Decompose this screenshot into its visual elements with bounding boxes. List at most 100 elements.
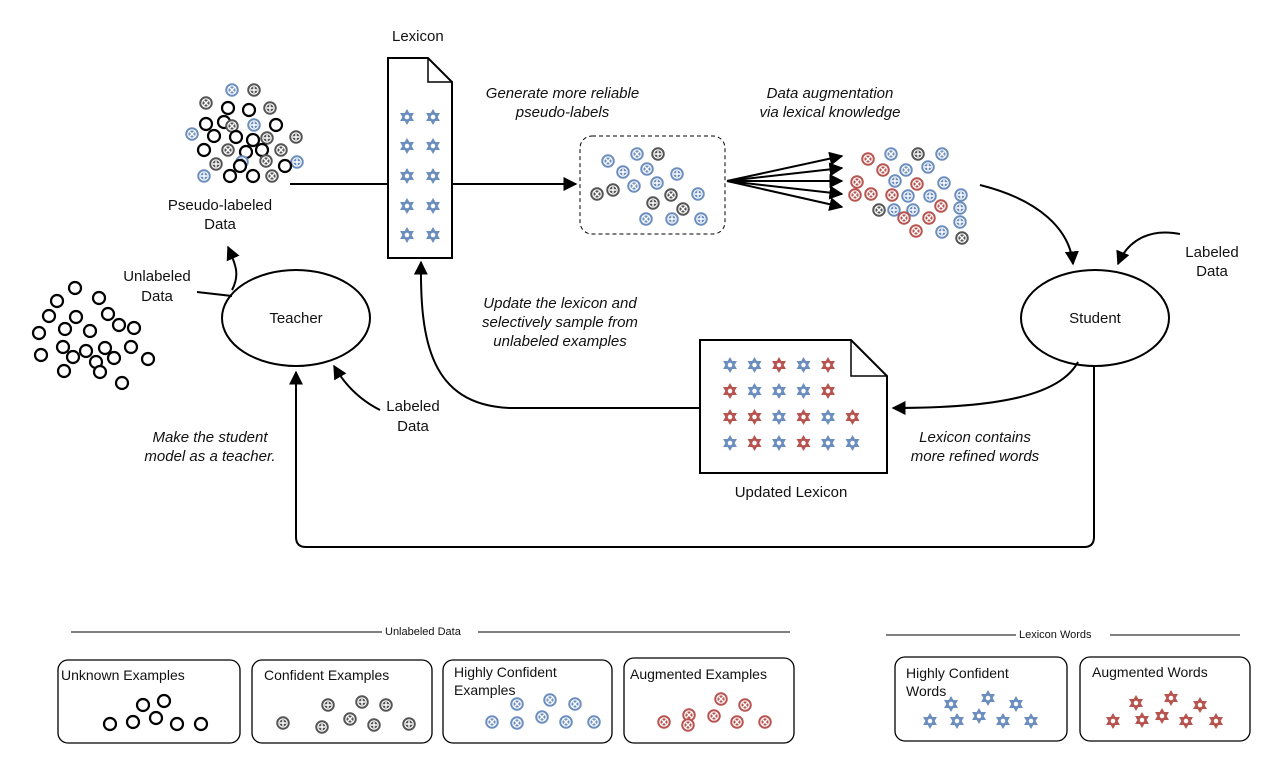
hexagram-icon [821,357,835,373]
open-circle-icon [67,280,83,296]
open-circle-icon [156,693,172,709]
hexagram-icon [1164,690,1178,706]
circle-times-icon [909,224,923,238]
open-circle-icon [57,321,73,337]
circle-plus-icon [888,174,902,188]
circle-times-icon [225,119,239,133]
hexagram-icon [723,435,737,451]
hexagram-icon [845,435,860,451]
circle-times-icon [714,692,728,706]
circle-times-icon [758,715,772,729]
circle-times-icon [872,203,886,217]
teacher-to-pseudo-arrow [226,245,240,291]
open-circle-icon [91,290,107,306]
hexagram-icon [747,357,762,373]
circle-plus-icon [289,130,303,144]
circle-times-icon [559,715,573,729]
open-circle-icon [41,308,57,324]
open-circle-icon [135,697,151,713]
hexagram-icon [747,383,762,399]
circle-times-icon [850,175,864,189]
open-circle-icon [232,158,248,174]
circle-plus-icon [651,147,665,161]
hexagram-icon [845,409,860,425]
hexagram-icon [400,198,414,214]
circle-times-icon [899,163,913,177]
teacher-node [221,269,371,367]
circle-plus-icon [209,157,223,171]
hexagram-icon [400,138,414,154]
hexagram-icon [723,383,737,399]
hexagram-icon [1209,713,1223,729]
open-circle-icon [92,364,108,380]
refined-caption-line2: more refined words [910,448,1040,465]
circle-times-icon [934,199,948,213]
hexagram-icon [1024,713,1038,729]
circle-plus-icon [906,203,920,217]
open-circle-icon [31,325,47,341]
open-circle-icon [106,350,122,366]
circle-times-icon [185,127,199,141]
open-circle-icon [125,714,141,730]
open-circle-icon [268,117,284,133]
teacher-label: Teacher [269,310,323,327]
hexagram-icon [796,435,811,451]
generate-caption-line1: Generate more reliable [485,85,640,102]
circle-times-icon [601,154,615,168]
hexagram-icon [996,713,1010,729]
open-circle-icon [56,363,72,379]
circle-plus-icon [355,695,369,709]
legend-box-highly-confident-words [894,656,1068,742]
hexagram-icon [1155,708,1169,724]
open-circle-icon [140,351,156,367]
hexagram-icon [747,409,762,425]
hexagram-icon [821,383,835,399]
circle-times-icon [510,716,524,730]
circle-times-icon [884,147,898,161]
circle-times-icon [738,698,752,712]
open-circle-icon [206,128,222,144]
update-caption-line1: Update the lexicon and [483,295,637,312]
open-circle-icon [55,339,71,355]
hexagram-icon [1009,696,1023,712]
hexagram-icon [400,227,414,243]
circle-plus-icon [911,147,925,161]
circle-times-icon [848,188,862,202]
refined-caption-line1: Lexicon contains [919,429,1031,446]
circle-times-icon [639,212,653,226]
hexagram-icon [981,690,995,706]
circle-plus-icon [367,718,381,732]
circle-times-icon [681,718,695,732]
open-circle-icon [196,142,212,158]
circle-times-icon [676,202,690,216]
circle-plus-icon [290,155,304,169]
open-circle-icon [68,309,84,325]
hexagram-icon [772,409,786,425]
hexagram-icon [821,435,835,451]
open-circle-icon [222,168,238,184]
circle-times-icon [640,162,654,176]
open-circle-icon [123,339,139,355]
pseudo-labeled-label-line1: Pseudo-labeled [167,197,273,214]
open-circle-icon [254,142,270,158]
open-circle-icon [277,158,293,174]
augment-caption-line1: Data augmentation [766,85,894,102]
circle-plus-icon [247,83,261,97]
labeled-data-teacher-line1: Labeled [386,398,440,415]
circle-times-icon [885,188,899,202]
hexagram-icon [772,357,786,373]
hexagram-icon [1129,695,1143,711]
augmented-to-student-arrow [979,184,1079,266]
circle-plus-icon [263,101,277,115]
circle-plus-icon [694,212,708,226]
circle-times-icon [568,697,582,711]
augment-caption-line2: via lexical knowledge [759,104,901,121]
circle-plus-icon [616,165,630,179]
circle-plus-icon [276,716,290,730]
student-label: Student [1069,310,1121,327]
updated-lexicon-to-lexicon-arrow [413,260,700,409]
circle-plus-icon [937,176,951,190]
unlabeled-data-label-line2: Data [141,288,173,305]
open-circle-icon [193,716,209,732]
circle-plus-icon [379,698,393,712]
